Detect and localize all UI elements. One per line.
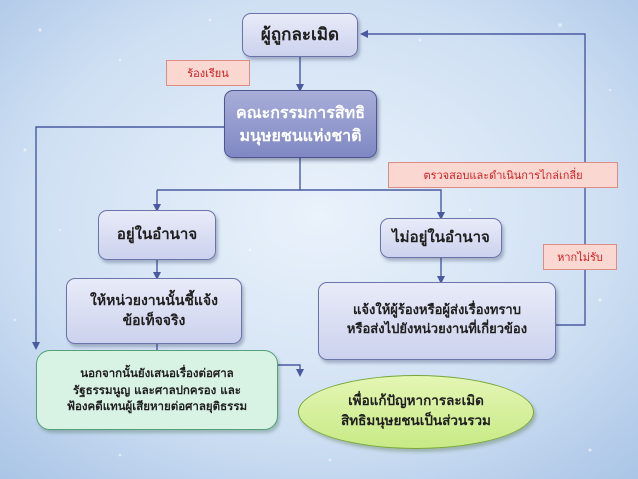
petition-tag: ร้องเรียน (166, 60, 250, 86)
commission-box: คณะกรรมการสิทธิ มนุษยชนแห่งชาติ (224, 90, 377, 158)
not-in-authority-label: ไม่อยู่ในอำนาจ (392, 228, 490, 247)
goal-line2: สิทธิมนุษยชนเป็นส่วนรวม (341, 413, 491, 429)
commission-line1: คณะกรรมการสิทธิ (236, 102, 365, 122)
goal-line1: เพื่อแก้ปัญหาการละเมิด (348, 393, 484, 410)
refuse-tag: หากไม่รับ (543, 244, 617, 270)
investigate-tag: ตรวจสอบและดำเนินการไกล่เกลี่ย (388, 162, 618, 188)
victim-box: ผู้ถูกละเมิด (242, 13, 358, 57)
refuse-label: หากไม่รับ (557, 251, 603, 264)
victim-label: ผู้ถูกละเมิด (260, 24, 340, 45)
notify-agency-line2: ข้อเท็จจริง (122, 313, 186, 329)
inform-line1: แจ้งให้ผู้ร้องหรือผู้ส่งเรื่องทราบ (353, 303, 521, 319)
goal-ellipse: เพื่อแก้ปัญหาการละเมิด สิทธิมนุษยชนเป็นส… (298, 375, 534, 449)
commission-line2: มนุษยชนแห่งชาติ (239, 126, 362, 145)
notify-agency-box: ให้หน่วยงานนั้นชี้แจ้ง ข้อเท็จจริง (66, 278, 242, 344)
court-line3: ฟ้องคดีแทนผู้เสียหายต่อศาลยุติธรรม (66, 399, 248, 414)
petition-label: ร้องเรียน (187, 67, 229, 80)
court-line1: นอกจากนั้นยังเสนอเรื่องต่อศาล (80, 365, 234, 380)
court-line2: รัฐธรรมนูญ และศาลปกครอง และ (73, 382, 241, 397)
in-authority-label: อยู่ในอำนาจ (116, 225, 198, 244)
notify-agency-line1: ให้หน่วยงานนั้นชี้แจ้ง (90, 292, 218, 309)
inform-line2: หรือส่งไปยังหน่วยงานที่เกี่ยวข้อง (346, 322, 528, 337)
inform-box: แจ้งให้ผู้ร้องหรือผู้ส่งเรื่องทราบ หรือส… (318, 282, 556, 360)
investigate-label: ตรวจสอบและดำเนินการไกล่เกลี่ย (423, 169, 583, 182)
court-box: นอกจากนั้นยังเสนอเรื่องต่อศาล รัฐธรรมนูญ… (36, 350, 278, 430)
not-in-authority-box: ไม่อยู่ในอำนาจ (380, 218, 502, 258)
in-authority-box: อยู่ในอำนาจ (98, 210, 216, 260)
